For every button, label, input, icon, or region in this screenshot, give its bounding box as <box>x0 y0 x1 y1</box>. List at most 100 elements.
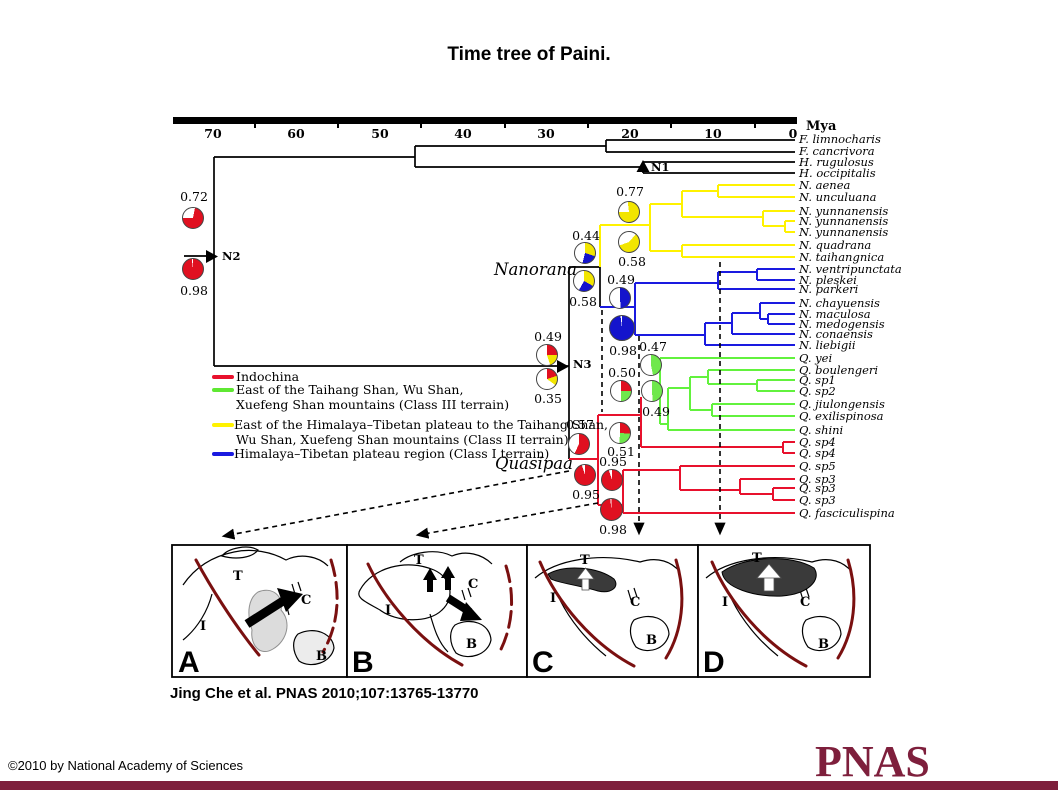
n2-arrow-icon <box>206 250 218 263</box>
timescale-bar <box>173 117 797 128</box>
node-pie <box>641 380 663 402</box>
legend-label: East of the Taihang Shan, Wu Shan, <box>236 382 464 397</box>
tip-label: N. yunnanensis <box>799 214 889 228</box>
node-pie <box>609 287 631 309</box>
map-region-label: I <box>200 619 206 634</box>
tip-label: N. taihangnica <box>799 250 885 264</box>
legend-label: Xuefeng Shan mountains (Class III terrai… <box>236 397 510 412</box>
node-pie <box>536 344 558 366</box>
node-pie <box>618 231 640 253</box>
tip-label: N. ventripunctata <box>799 262 902 276</box>
timescale-tick: 20 <box>621 126 639 141</box>
node-pie <box>182 207 204 229</box>
node-pie <box>640 354 662 376</box>
clade-label-quasipaa: Quasipaa <box>495 454 573 473</box>
tip-label: Q. sp4 <box>799 435 836 449</box>
clade-red-indochina <box>569 397 795 514</box>
map-region-label: C <box>468 577 478 592</box>
legend-label: Wu Shan, Xuefeng Shan mountains (Class I… <box>236 432 569 447</box>
map-region-label: T <box>414 553 424 568</box>
tip-label: Q. fasciculispina <box>799 506 895 520</box>
timescale-tick: 0 <box>788 126 798 141</box>
figure-title: Time tree of Paini. <box>447 44 611 65</box>
node-label-n2: N2 <box>222 249 241 263</box>
tip-label: Q. boulengeri <box>799 363 879 377</box>
map-panel-letter: C <box>532 646 554 679</box>
clade-blue-class1 <box>600 268 795 346</box>
node-support-label: 0.58 <box>618 254 646 269</box>
tip-label: N. pleskei <box>799 273 857 287</box>
timescale-tick: 60 <box>287 126 305 141</box>
map-panel-d: T C I B D <box>697 544 871 679</box>
node-support-label: 0.35 <box>534 391 562 406</box>
citation: Jing Che et al. PNAS 2010;107:13765-1377… <box>170 685 479 702</box>
map-leader-dashed-lines <box>221 262 726 540</box>
tip-label: F. cancrivora <box>799 144 875 158</box>
tip-label: N. liebigii <box>799 338 856 352</box>
node-pie <box>574 464 596 486</box>
tip-label: Q. sp4 <box>799 446 836 460</box>
node-support-label: 0.58 <box>569 294 597 309</box>
footer-brand-bar <box>0 781 1058 790</box>
node-support-label: 0.50 <box>608 365 636 380</box>
n3-arrow-icon <box>557 360 569 373</box>
map-panel-letter: B <box>352 646 374 679</box>
node-pie <box>568 433 590 455</box>
node-pie <box>600 498 623 521</box>
node-support-label: 0.57 <box>566 417 594 432</box>
node-support-label: 0.51 <box>607 444 635 459</box>
node-support-label: 0.95 <box>599 454 627 469</box>
clade-yellow-class2 <box>599 184 795 267</box>
legend-swatch-red <box>212 375 234 379</box>
map-panel-a: T C I B A <box>171 544 348 679</box>
legend-swatch-yellow <box>212 423 234 427</box>
timescale-tick: 70 <box>204 126 222 141</box>
map-panel-c: T C I B C <box>526 544 699 679</box>
tip-label: N. medogensis <box>799 317 885 331</box>
tip-label: Q. sp2 <box>799 384 836 398</box>
uplift-arrow-c <box>576 567 595 591</box>
tip-label: Q. sp3 <box>799 493 836 507</box>
timescale-tick: 50 <box>371 126 389 141</box>
tip-label: F. limnocharis <box>799 132 881 146</box>
timescale-tick: 40 <box>454 126 472 141</box>
tip-label: N. conaensis <box>799 327 873 341</box>
timescale-unit: Mya <box>806 119 837 134</box>
node-support-label: 0.77 <box>616 184 644 199</box>
clade-green-class3 <box>643 357 795 431</box>
map-region-label: T <box>752 551 762 566</box>
node-pie <box>610 380 632 402</box>
tip-label: H. occipitalis <box>799 166 876 180</box>
node-pie <box>536 368 558 390</box>
node-pie <box>618 201 640 223</box>
tip-label: Q. yei <box>799 351 833 365</box>
node-support-label: 0.98 <box>599 522 627 537</box>
node-pie <box>182 258 204 280</box>
node-support-label: 0.44 <box>572 228 600 243</box>
node-pie <box>573 270 595 292</box>
map-region-label: I <box>722 595 728 610</box>
tip-label: N. chayuensis <box>799 296 880 310</box>
node-support-label: 0.95 <box>572 487 600 502</box>
migration-arrow-a <box>244 588 303 628</box>
node-pie <box>601 469 623 491</box>
tip-label: Q. shini <box>799 423 844 437</box>
node-support-label: 0.49 <box>534 329 562 344</box>
map-region-label: I <box>550 591 556 606</box>
node-pie <box>574 242 596 264</box>
tip-label: Q. sp3 <box>799 481 836 495</box>
tip-label: Q. sp5 <box>799 459 836 473</box>
node-pie <box>609 422 631 444</box>
n1-arrow-icon <box>636 160 650 172</box>
map-region-label: C <box>630 595 640 610</box>
legend-swatch-green <box>212 388 234 392</box>
tip-label: N. maculosa <box>799 307 871 321</box>
node-label-n3: N3 <box>573 357 592 371</box>
node-pie <box>609 315 635 341</box>
timescale-tick: 30 <box>537 126 555 141</box>
copyright-text: ©2010 by National Academy of Sciences <box>8 758 244 773</box>
timescale-tick: 10 <box>704 126 722 141</box>
tip-label: N. quadrana <box>799 238 872 252</box>
node-support-label: 0.49 <box>642 404 670 419</box>
